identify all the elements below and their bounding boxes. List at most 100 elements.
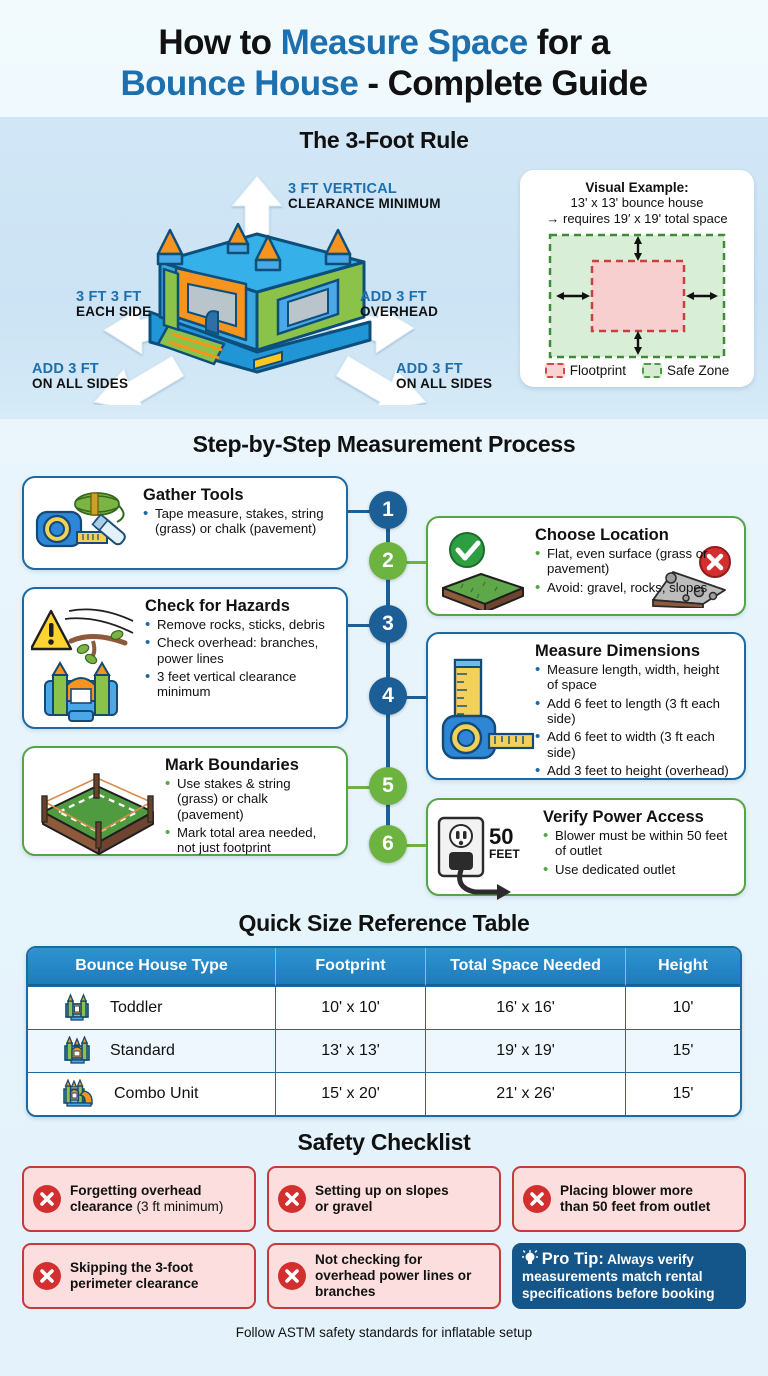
arrow-bottom-right (335, 354, 427, 405)
page-title: How to Measure Space for a Bounce House … (26, 22, 742, 105)
process-section-title: Step-by-Step Measurement Process (192, 430, 576, 457)
table-header-row: Bounce House Type Footprint Total Space … (28, 947, 740, 986)
x-circle-icon (33, 1184, 61, 1213)
step-card-2[interactable]: Choose Location Flat, even surface (gras… (426, 515, 746, 616)
step-card-1[interactable]: Gather Tools Tape measure, stakes, strin… (22, 475, 348, 570)
safety-item-1[interactable]: Forgetting overhead clearance (3 ft mini… (22, 1165, 256, 1232)
gather-tools-icons (35, 491, 126, 547)
step-bullet: 3 feet vertical clearance minimum (145, 668, 335, 700)
hazard-icons (31, 608, 134, 722)
footprint-swatch (544, 363, 565, 379)
visual-example-card: Visual Example: 13' x 13' bounce house →… (520, 169, 754, 388)
label-each-side: 3 FT 3 FT EACH SIDE (76, 288, 152, 320)
bounce-house-standard-icon (64, 1035, 90, 1064)
visual-example-line2: → requires 19′ x 19' total space (546, 210, 728, 226)
step-bullet: Use dedicated outlet (543, 861, 733, 879)
cell-footprint: 10' x 10' (276, 985, 426, 1029)
step-number-5: 5 (369, 766, 407, 805)
cell-total: 16' x 16' (426, 985, 626, 1029)
legend-safezone-label: Safe Zone (666, 363, 730, 379)
step-title-1: Gather Tools (143, 485, 244, 504)
table-row: Combo Unit 15' x 20' 21' x 26' 15' (28, 1071, 740, 1115)
step-card-3[interactable]: Check for Hazards Remove rocks, sticks, … (22, 586, 348, 729)
size-table-section: Quick Size Reference Table Bounce House … (0, 906, 768, 1123)
process-section: Step-by-Step Measurement Process 1 2 3 4… (0, 419, 768, 906)
warning-triangle-icon (31, 609, 73, 650)
chalk-icon (91, 512, 126, 545)
diagram-legend: Flootprint Safe Zone (530, 363, 744, 379)
bounce-house-toddler-icon (65, 992, 89, 1021)
tape-measure-icon (35, 510, 108, 547)
page-header: How to Measure Space for a Bounce House … (0, 0, 768, 117)
step-title-5: Mark Boundaries (165, 755, 299, 774)
cell-total: 21' x 26' (426, 1071, 626, 1115)
cell-type: Combo Unit (28, 1071, 276, 1115)
step-bullet: Flat, even surface (grass or pavement) (535, 545, 717, 577)
power-distance-unit: FEET (489, 847, 520, 861)
lightbulb-icon (521, 1249, 539, 1264)
safety-item-text: Setting up on slopes or gravel (315, 1182, 449, 1214)
pro-tip-box[interactable]: Pro Tip: Always verify measurements matc… (512, 1242, 746, 1310)
step-number-3: 3 (369, 604, 407, 643)
safety-section-title: Safety Checklist (297, 1128, 471, 1155)
step-card-5[interactable]: Mark Boundaries Use stakes & string (gra… (22, 745, 348, 856)
title-highlight-1: Measure Space (280, 23, 529, 62)
cell-type: Toddler (28, 985, 276, 1029)
connector-1 (348, 509, 388, 513)
three-foot-rule-section: The 3-Foot Rule (0, 116, 768, 419)
step-bullet: Add 6 feet to length (3 ft each side) (535, 695, 733, 727)
step-bullet: Remove rocks, sticks, debris (145, 616, 335, 634)
legend-footprint: Flootprint (544, 363, 626, 379)
visual-example-title: Visual Example: (585, 179, 689, 195)
pro-tip-text: Pro Tip: Always verify measurements matc… (521, 1249, 715, 1301)
clearance-diagram: 3 FT VERTICAL CLEARANCE MINIMUM 3 FT 3 F… (14, 160, 514, 405)
process-steps: 1 2 3 4 5 6 (0, 468, 768, 900)
row-type-label: Toddler (110, 998, 163, 1016)
th-total: Total Space Needed (426, 947, 626, 986)
step-title-3: Check for Hazards (145, 596, 290, 615)
footer-note: Follow ASTM safety standards for inflata… (235, 1325, 533, 1341)
step-bullet: Add 3 feet to height (overhead) (535, 762, 733, 780)
tree-branch-icon (64, 608, 134, 664)
safety-item-4[interactable]: Skipping the 3-foot perimeter clearance (22, 1242, 256, 1310)
label-bottom-left: ADD 3 FT ON ALL SIDES (32, 360, 129, 392)
step-card-4[interactable]: Measure Dimensions Measure length, width… (426, 631, 746, 780)
row-type-label: Combo Unit (114, 1084, 199, 1102)
step-number-6: 6 (369, 824, 407, 863)
safezone-swatch (641, 363, 662, 379)
label-vertical-clearance: 3 FT VERTICAL CLEARANCE MINIMUM (288, 180, 441, 212)
size-reference-table: Bounce House Type Footprint Total Space … (26, 945, 742, 1117)
title-part-3: - Complete Guide (358, 64, 648, 104)
grass-patch-icon (442, 572, 524, 610)
x-circle-icon (33, 1261, 61, 1290)
step-card-6[interactable]: 50 FEET Verify Power Access Blower must … (426, 797, 746, 900)
legend-safezone: Safe Zone (641, 363, 730, 379)
step-bullet: Avoid: gravel, rocks, slopes (535, 579, 717, 597)
connector-5 (348, 785, 388, 789)
step-number-4: 4 (369, 676, 407, 715)
cell-type: Standard (28, 1028, 276, 1072)
rule-section-title: The 3-Foot Rule (299, 126, 469, 153)
step-bullet: Measure length, width, height of space (535, 661, 733, 693)
footprint-safezone-diagram (548, 233, 726, 359)
rope-icon (74, 491, 125, 523)
power-distance-number: 50 (489, 824, 513, 849)
safety-item-3[interactable]: Placing blower more than 50 feet from ou… (512, 1165, 746, 1232)
step-title-2: Choose Location (535, 525, 669, 544)
safety-item-text: Forgetting overhead clearance (3 ft mini… (70, 1182, 224, 1214)
safety-item-2[interactable]: Setting up on slopes or gravel (267, 1165, 501, 1232)
title-part-2: for a (527, 23, 610, 62)
title-highlight-2: Bounce House (120, 64, 359, 104)
x-circle-icon (278, 1261, 306, 1290)
step-bullet: Use stakes & string (grass) or chalk (pa… (165, 775, 335, 822)
cell-footprint: 13' x 13' (276, 1028, 426, 1072)
step-bullet: Mark total area needed, not just footpri… (165, 824, 335, 856)
arrow-bottom-left (93, 354, 185, 405)
label-bottom-right: ADD 3 FT ON ALL SIDES (396, 360, 493, 392)
step-title-4: Measure Dimensions (535, 641, 701, 660)
bounce-house-combo-icon (63, 1078, 93, 1107)
diagram-svg (93, 174, 427, 405)
step-bullet: Check overhead: branches, power lines (145, 634, 335, 666)
safety-item-5[interactable]: Not checking for overhead power lines or… (267, 1242, 501, 1310)
